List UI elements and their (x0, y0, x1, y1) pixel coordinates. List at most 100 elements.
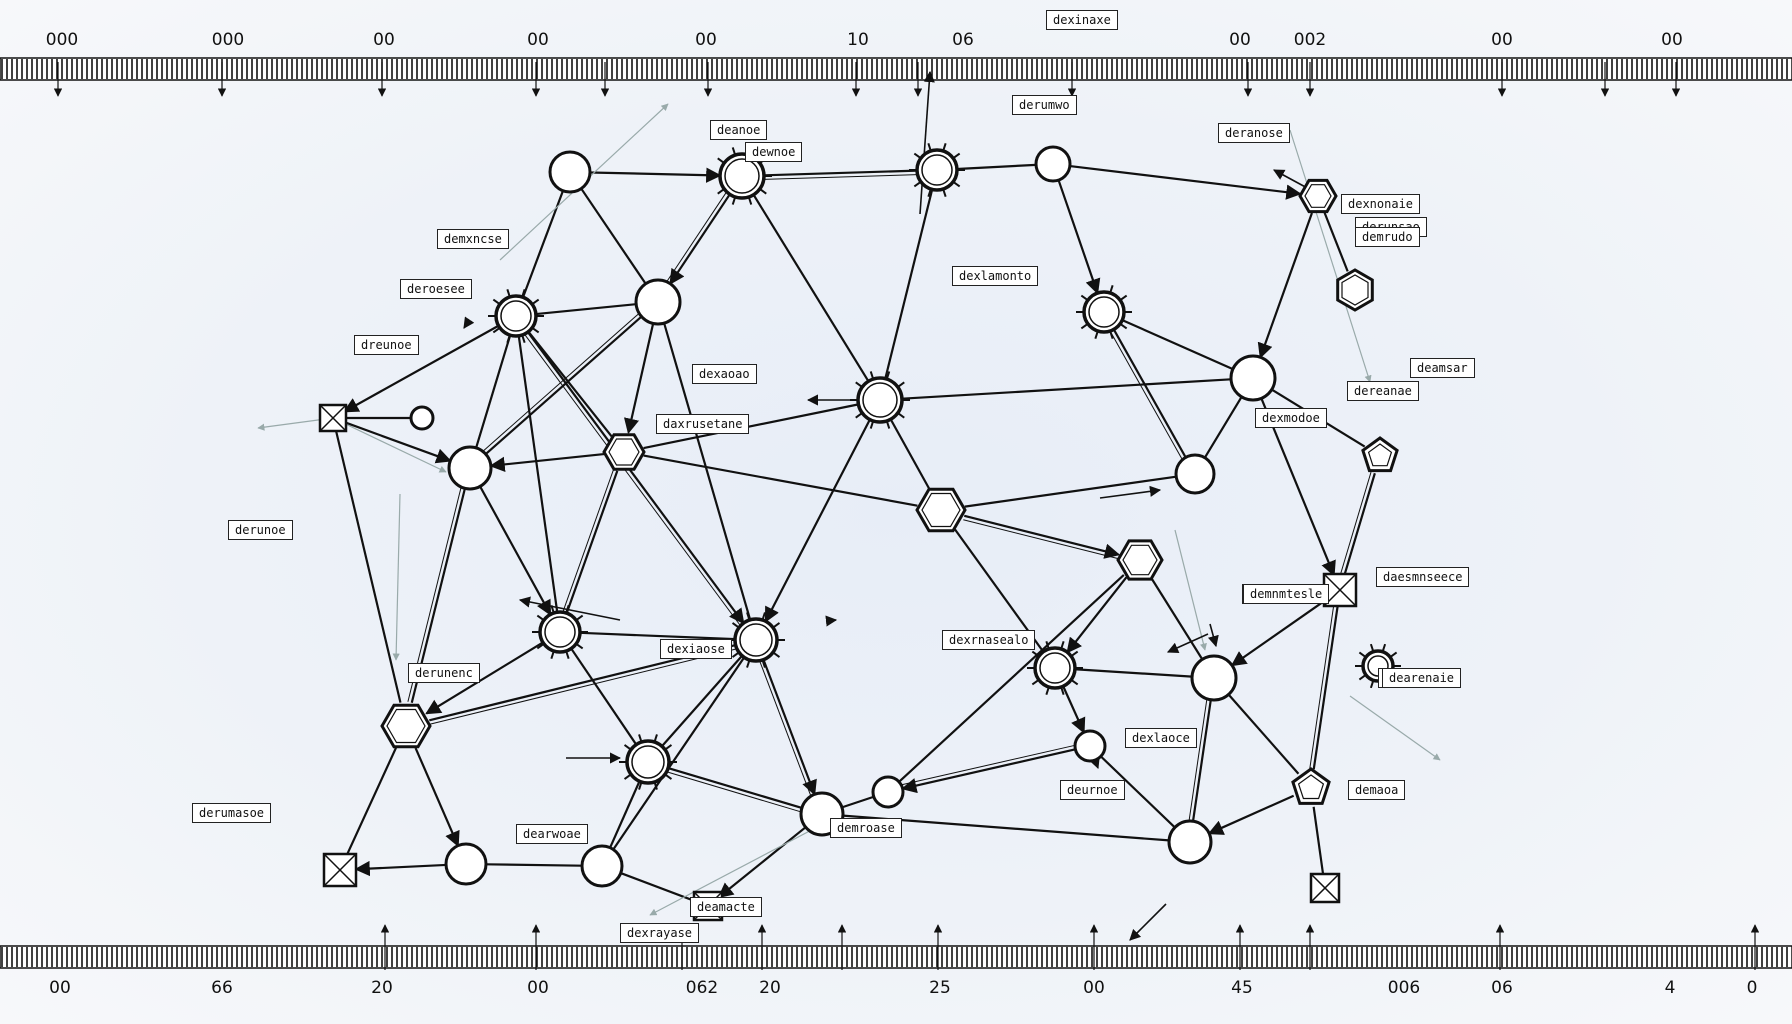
diamond-node[interactable] (1291, 767, 1331, 805)
node-label: dreunoe (354, 335, 419, 355)
plain-node[interactable] (1167, 819, 1213, 865)
edges (257, 70, 1441, 941)
edge-parallel (666, 191, 727, 282)
top-axis-tick-label: 00 (695, 30, 717, 50)
plain-node[interactable] (1190, 654, 1238, 702)
node-label: dereanae (1347, 381, 1419, 401)
bottom-axis-tick-label: 20 (371, 978, 393, 998)
rulers (0, 57, 1792, 970)
plain-node[interactable] (871, 775, 905, 809)
plain-node[interactable] (409, 405, 435, 431)
plain-node[interactable] (447, 445, 493, 491)
guide-edge (1174, 529, 1207, 651)
edge (901, 378, 1232, 400)
top-axis-tick-label: 06 (952, 30, 974, 50)
edge (663, 322, 752, 621)
node-label: dexiaose (660, 639, 732, 659)
hexagon-node[interactable] (602, 433, 646, 471)
hexagon-node[interactable] (1298, 178, 1338, 214)
node-label: dewnoe (745, 142, 803, 162)
edge (623, 323, 655, 434)
edge (964, 514, 1121, 559)
plain-node[interactable] (580, 844, 624, 888)
arrow-stub (1166, 633, 1209, 653)
edge (1066, 576, 1128, 654)
spiked-node[interactable] (727, 612, 785, 668)
plain-node[interactable] (1174, 453, 1216, 495)
edge (414, 747, 460, 848)
plain-node[interactable] (634, 278, 682, 326)
ruler-top (0, 57, 1792, 81)
edge-parallel (524, 334, 741, 626)
plain-node[interactable] (1073, 729, 1107, 763)
hexagon-node[interactable] (1116, 539, 1164, 581)
bottom-axis-tick-label: 00 (1083, 978, 1105, 998)
guide-edge (392, 493, 401, 661)
edge (612, 656, 746, 851)
arrow-stub (825, 615, 838, 627)
edge (1312, 605, 1339, 770)
square-node[interactable] (1322, 572, 1358, 608)
plain-node[interactable] (1034, 145, 1072, 183)
top-axis-tick-label: 00 (373, 30, 395, 50)
edge (570, 647, 638, 746)
edge (763, 169, 918, 177)
hexagon-node[interactable] (1336, 268, 1374, 312)
diamond-node[interactable] (1361, 436, 1399, 473)
plain-node[interactable] (1229, 354, 1277, 402)
plain-node[interactable] (444, 842, 488, 886)
edge (479, 485, 552, 616)
spiked-node[interactable] (488, 289, 544, 343)
edge (841, 795, 875, 809)
guide-edge (1289, 129, 1372, 383)
hexagon-node[interactable] (380, 703, 432, 749)
edge (643, 454, 918, 507)
edge-parallel (562, 469, 615, 612)
arrow-stub (1207, 623, 1219, 648)
edge (579, 631, 736, 641)
spiked-node[interactable] (850, 371, 910, 429)
top-axis-tick-label: 00 (527, 30, 549, 50)
edge (535, 303, 637, 316)
edge (1343, 472, 1376, 575)
spiked-node[interactable] (712, 147, 772, 205)
bottom-axis-tick-label: 00 (49, 978, 71, 998)
node-label: demroase (830, 818, 902, 838)
edge (764, 419, 871, 623)
node-label: deanoe (710, 120, 768, 140)
node-label: derumasoe (192, 803, 272, 823)
spiked-node[interactable] (1076, 285, 1132, 339)
top-axis-tick-label: 000 (45, 30, 79, 50)
edge (1057, 179, 1101, 295)
nodes (318, 143, 1401, 922)
bottom-axis-tick-label: 20 (759, 978, 781, 998)
spiked-node[interactable] (532, 605, 588, 659)
edge (889, 418, 931, 490)
node-label: derunoe (228, 520, 293, 540)
guide-edge (1349, 695, 1441, 761)
node-label: dexlamonto (952, 266, 1039, 286)
plain-node[interactable] (548, 150, 592, 194)
edge (343, 324, 500, 413)
spiked-node[interactable] (909, 143, 965, 197)
bottom-axis-tick-label: 06 (1491, 978, 1513, 998)
edge-parallel (963, 519, 1118, 560)
node-label: demrudo (1355, 227, 1420, 247)
edge (1100, 755, 1176, 829)
square-node[interactable] (1309, 872, 1341, 904)
edge (1207, 794, 1295, 835)
top-axis-tick-label: 00 (1229, 30, 1251, 50)
edge (489, 452, 605, 473)
edge (669, 193, 731, 285)
edge (1150, 578, 1204, 660)
square-node[interactable] (318, 403, 348, 433)
guide-edge (332, 417, 447, 473)
spiked-node[interactable] (1027, 641, 1083, 695)
node-label: derunenc (408, 663, 480, 683)
spiked-node[interactable] (619, 734, 677, 790)
square-node[interactable] (322, 852, 358, 888)
hexagon-node[interactable] (915, 487, 967, 533)
edge (527, 330, 613, 438)
node-label: demnmtesle (1243, 584, 1330, 604)
top-axis-tick-label: 10 (847, 30, 869, 50)
